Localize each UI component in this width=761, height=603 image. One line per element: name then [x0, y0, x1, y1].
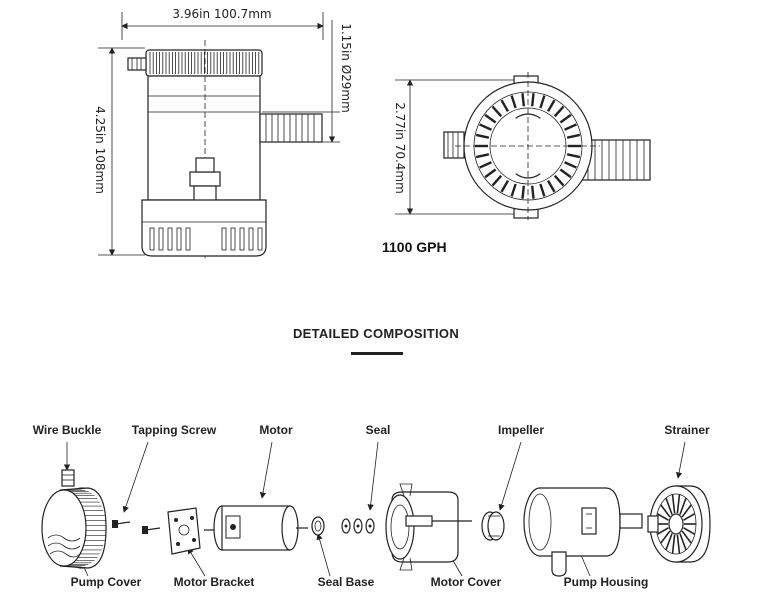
height-dimension-label: 4.25in 108mm — [93, 106, 107, 194]
label-wire-buckle: Wire Buckle — [33, 423, 102, 437]
pump-housing-part — [523, 487, 643, 577]
section-title: DETAILED COMPOSITION — [293, 326, 459, 341]
label-impeller: Impeller — [498, 423, 544, 437]
tapping-screw-part — [112, 520, 161, 534]
label-pump-housing: Pump Housing — [564, 575, 649, 589]
label-seal-base: Seal Base — [318, 575, 375, 589]
exploded-view: Wire Buckle Tapping Screw Motor Seal Imp… — [33, 423, 711, 589]
width-dimension-label: 3.96in 100.7mm — [172, 7, 271, 21]
motor-bracket-part — [167, 507, 201, 555]
pump-cover-part — [41, 487, 107, 569]
front-view: 3.96in 100.7mm 4.25in 108mm 1.15in Ø29mm — [93, 7, 353, 258]
wire-buckle-part — [61, 469, 75, 487]
seal-base-part — [311, 516, 325, 536]
label-seal: Seal — [366, 423, 391, 437]
model-label: 1100 GPH — [382, 239, 447, 255]
label-motor: Motor — [259, 423, 293, 437]
impeller-part — [481, 511, 505, 541]
label-motor-bracket: Motor Bracket — [174, 575, 255, 589]
title-underline — [351, 352, 403, 355]
label-strainer: Strainer — [664, 423, 710, 437]
seal-part — [341, 518, 375, 534]
side-dimension-label: 2.77in 70.4mm — [393, 102, 407, 194]
label-pump-cover: Pump Cover — [71, 575, 142, 589]
strainer-part — [647, 485, 711, 563]
motor-part — [204, 505, 308, 551]
label-tapping-screw: Tapping Screw — [132, 423, 217, 437]
motor-cover-part — [385, 483, 472, 571]
label-motor-cover: Motor Cover — [431, 575, 502, 589]
outlet-dimension-label: 1.15in Ø29mm — [339, 23, 353, 113]
top-view: 2.77in 70.4mm 1100 GPH — [382, 72, 651, 255]
